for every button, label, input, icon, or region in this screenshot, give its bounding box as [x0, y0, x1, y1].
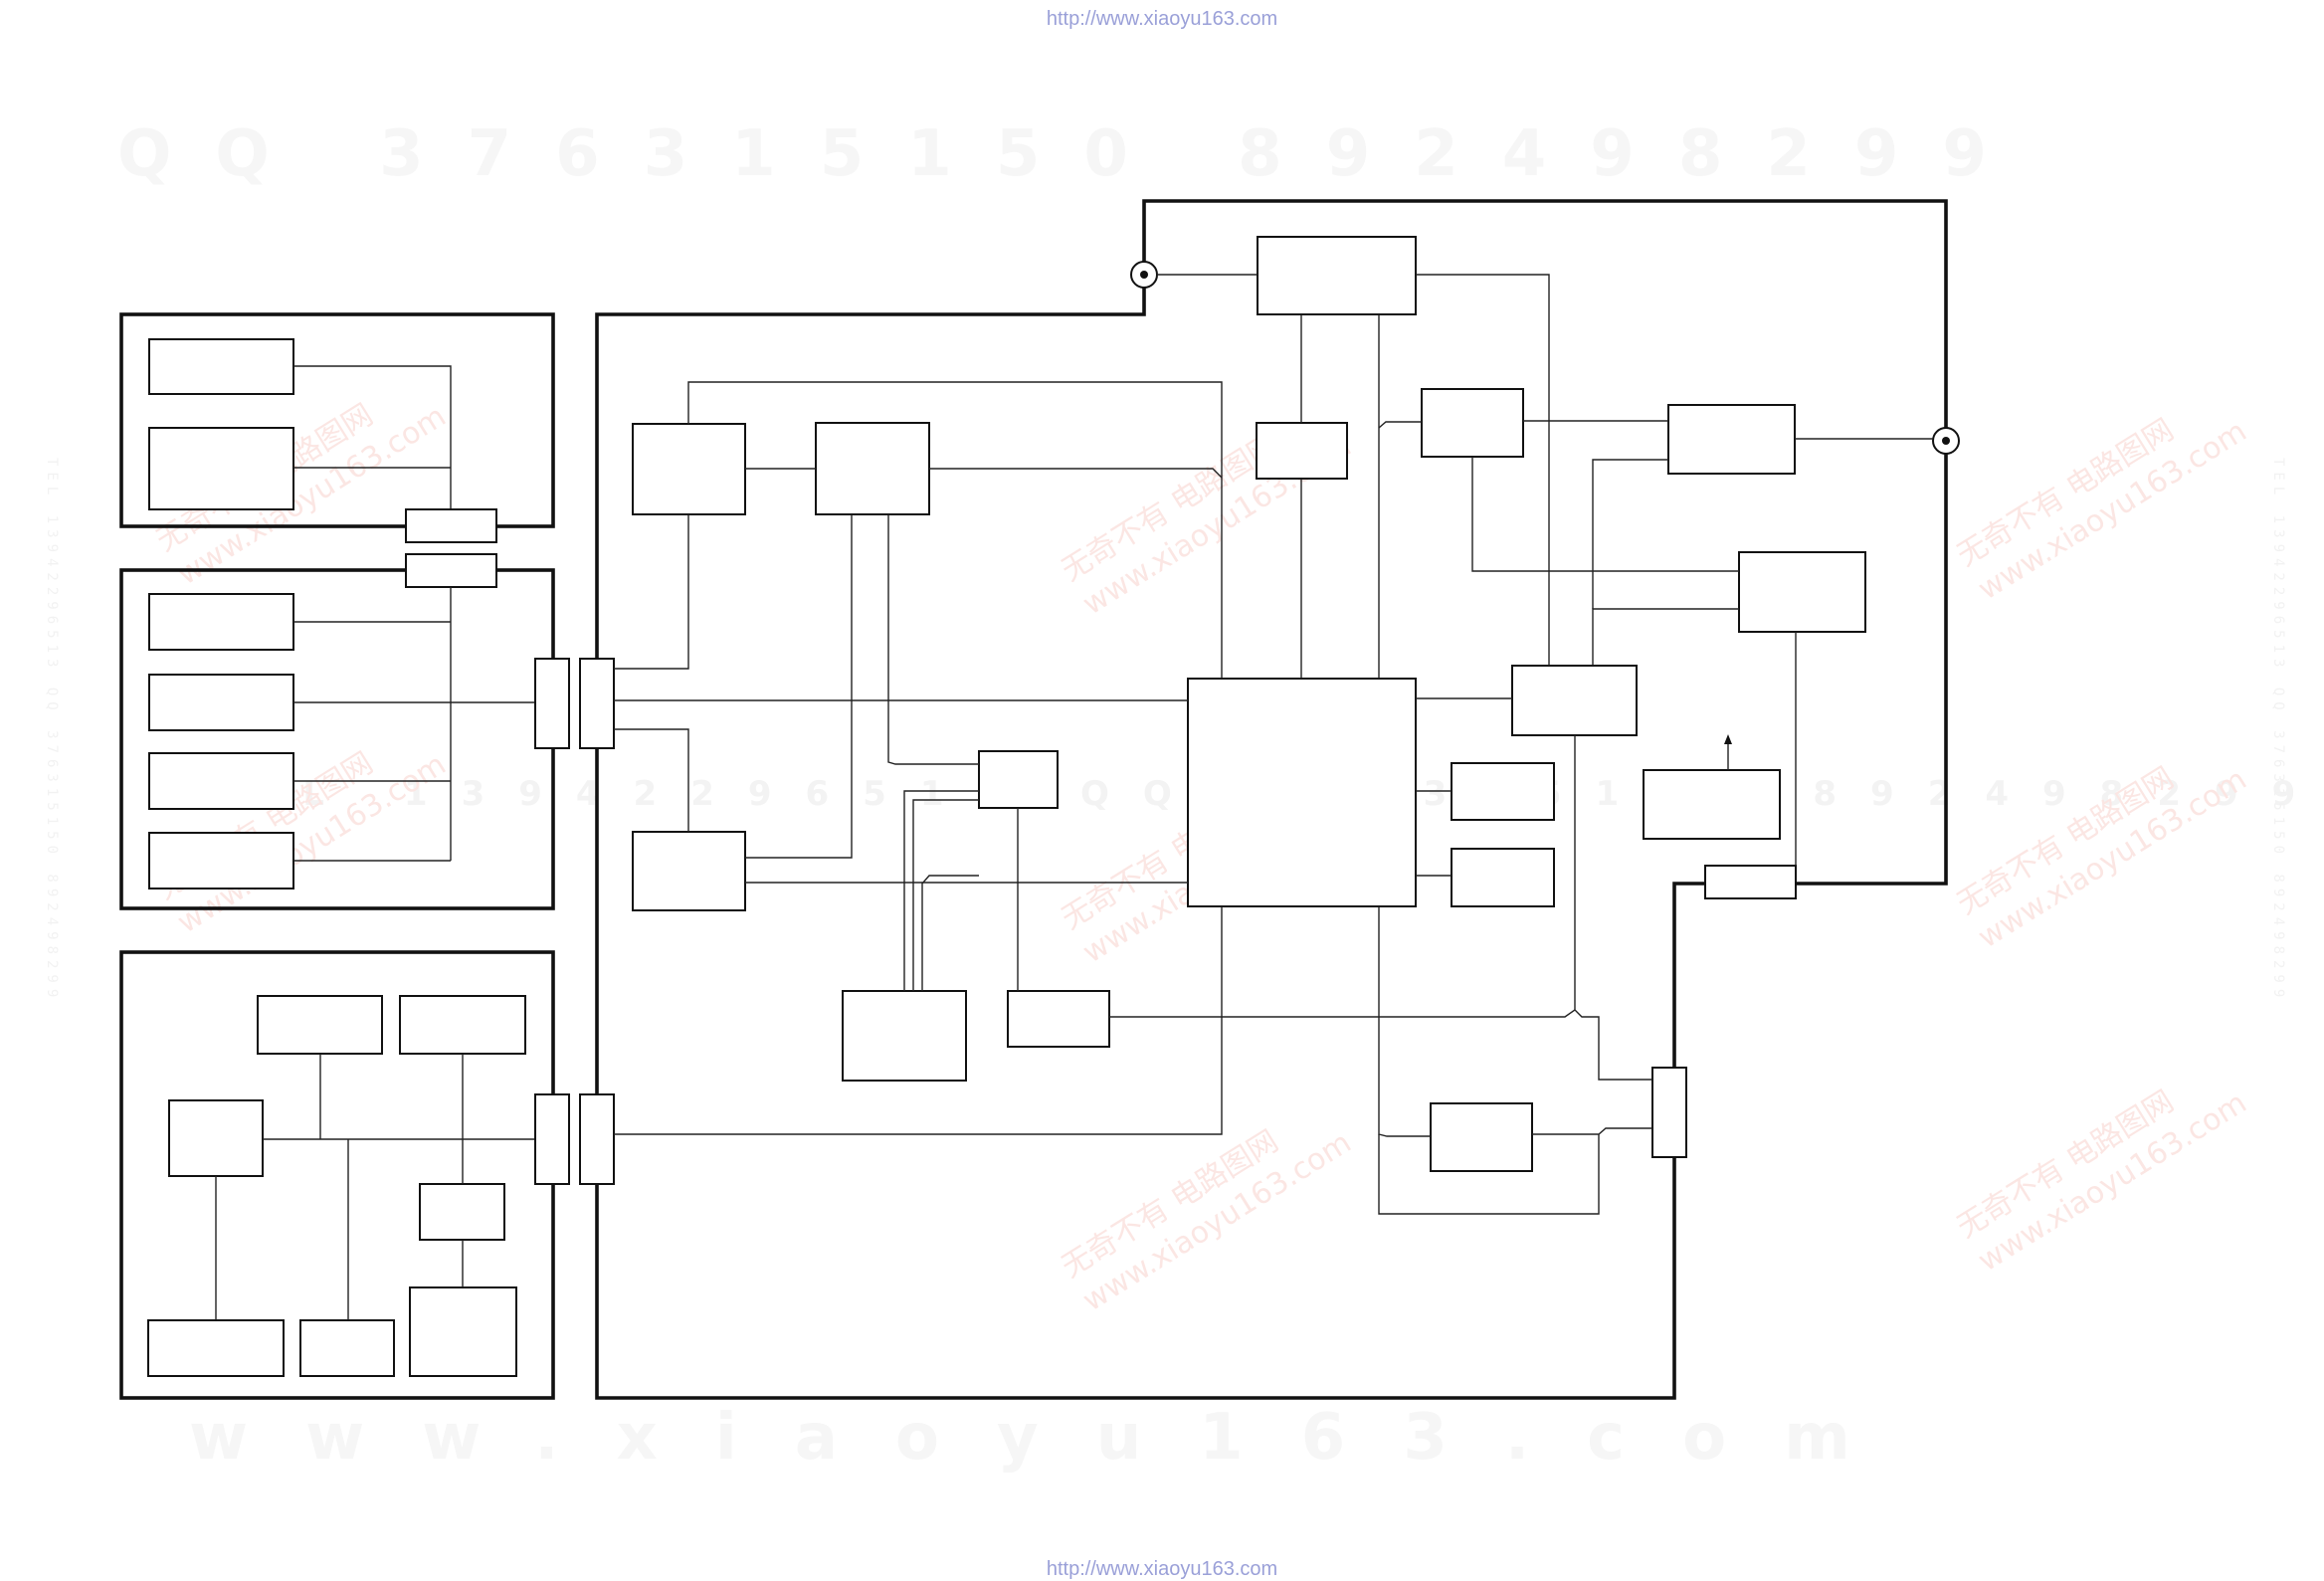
panel-c	[119, 950, 570, 1400]
connector-a-upper	[405, 508, 497, 543]
panel-c-block-6	[299, 1319, 395, 1377]
wire-ul2-lowerleft	[745, 514, 853, 859]
socket-right-pin	[1942, 437, 1950, 445]
wire-ul2-center	[887, 514, 979, 765]
panel-b-block-1	[148, 593, 294, 651]
wire-controller-rightmid	[1592, 608, 1739, 666]
watermark-side-right: TEL 13942296513 QQ 376315150 892498299	[2270, 458, 2286, 1004]
block-center-small	[978, 750, 1059, 809]
wire-main-outputs	[1416, 790, 1452, 877]
block-upper-right-2	[1667, 404, 1796, 475]
wire-a1	[293, 365, 452, 509]
main-board-frame	[595, 199, 1948, 1400]
watermark-qq-line: QQ 376315150 892498299	[117, 117, 2031, 191]
main-connector-upper	[579, 658, 615, 749]
socket-top-pin	[1140, 271, 1148, 279]
block-output-1	[1451, 762, 1555, 821]
block-lower-center-1	[842, 990, 967, 1082]
wire-ul1-down	[614, 514, 689, 670]
header-url[interactable]: http://www.xiaoyu163.com	[1046, 8, 1278, 30]
panel-c-block-4	[419, 1183, 505, 1241]
panel-b	[119, 553, 570, 910]
block-power-regulator	[1643, 769, 1781, 840]
panel-a-block-2	[148, 427, 294, 510]
block-upper-left-2	[815, 422, 930, 515]
wire-ul2-right	[929, 468, 1223, 479]
main-connector-lower	[579, 1093, 615, 1185]
panel-b-block-3	[148, 752, 294, 810]
watermark-site-line: www.xiaoyu163.com	[189, 1401, 1908, 1475]
wire-c-branches	[215, 1054, 464, 1320]
panel-c-block-3	[168, 1099, 264, 1177]
wire-b-branches	[293, 621, 535, 862]
wire-center-to-lower	[903, 790, 979, 991]
connector-right-bottom	[1704, 865, 1797, 899]
wire-ur1-rightmid	[1471, 457, 1739, 572]
wire-lowerright-connector	[1532, 1127, 1652, 1135]
block-lower-right	[1430, 1102, 1533, 1172]
block-right-controller	[1511, 665, 1638, 736]
footer-url[interactable]: http://www.xiaoyu163.com	[1046, 1558, 1278, 1580]
connector-c-side	[534, 1093, 570, 1185]
connector-b-upper	[405, 553, 497, 588]
wire-proc-ur1	[1378, 421, 1422, 429]
wire-main-lowerright	[1378, 906, 1431, 1137]
panel-b-block-4	[148, 832, 294, 889]
wire-top-loop	[687, 381, 1223, 679]
wire-connector-lowerleft	[614, 728, 689, 832]
wire-controller-ur2	[1592, 459, 1668, 609]
panel-a	[119, 312, 555, 543]
block-upper-center	[1256, 422, 1348, 480]
watermark-side-left: TEL 13942296513 QQ 376315150 892498299	[44, 458, 60, 1004]
block-right-mid	[1738, 551, 1866, 633]
panel-a-frame	[119, 312, 555, 528]
connector-right-side	[1651, 1067, 1687, 1158]
block-tuner	[1257, 236, 1417, 315]
wiring	[614, 274, 1933, 1215]
panel-c-block-5	[147, 1319, 285, 1377]
arrow-up-icon	[1724, 734, 1732, 744]
block-upper-left-1	[632, 423, 746, 515]
wire-bottom-loop	[1378, 1134, 1600, 1215]
wire-tuner-right	[1416, 274, 1550, 666]
block-upper-right-1	[1421, 388, 1524, 458]
connector-b-side	[534, 658, 570, 749]
block-lower-center-2	[1007, 990, 1110, 1048]
block-main-processor	[1187, 678, 1417, 907]
block-output-2	[1451, 848, 1555, 907]
panel-b-block-2	[148, 674, 294, 731]
block-lower-left	[632, 831, 746, 911]
panel-a-block-1	[148, 338, 294, 395]
wire-controller-side-connector	[1574, 735, 1652, 1081]
wire-main-lower-connector	[614, 906, 1223, 1135]
panel-c-block-1	[257, 995, 383, 1055]
panel-c-block-7	[409, 1286, 517, 1377]
wire-lowercenter-right	[1109, 1009, 1576, 1018]
panel-c-block-2	[399, 995, 526, 1055]
